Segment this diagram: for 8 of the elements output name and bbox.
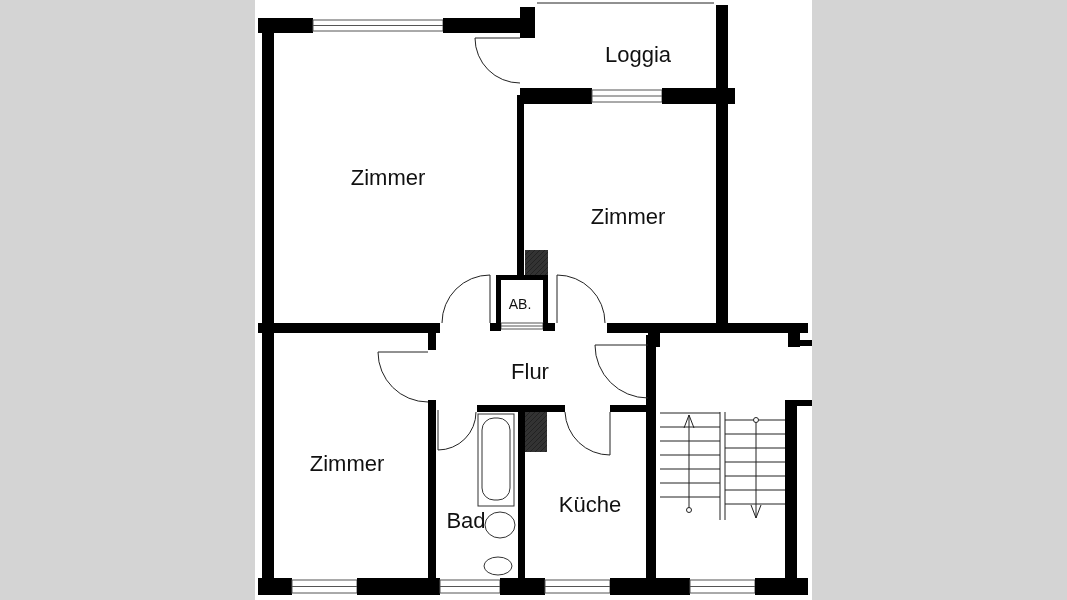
room-label: AB. xyxy=(508,297,532,313)
room-label: Flur xyxy=(511,359,549,385)
room-label: Zimmer xyxy=(309,451,385,477)
room-label: Zimmer xyxy=(590,204,666,230)
room-label: Zimmer xyxy=(350,165,426,191)
room-label: Bad xyxy=(446,508,486,534)
room-label: Küche xyxy=(558,492,622,518)
room-label: Loggia xyxy=(604,42,672,68)
